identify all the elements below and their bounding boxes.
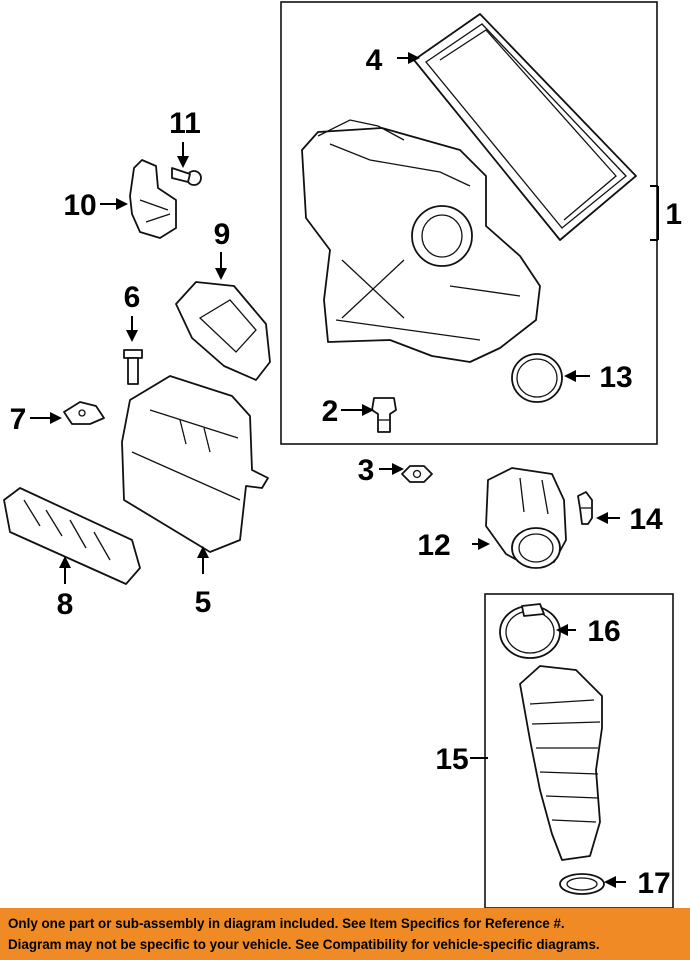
screw-6 (123, 349, 143, 385)
callout-16: 16 (587, 615, 620, 648)
bracket-insulator (129, 159, 177, 239)
intake-hose-group-frame (484, 593, 674, 908)
disclaimer-line-1: Only one part or sub-assembly in diagram… (8, 916, 565, 931)
callout-5: 5 (195, 586, 212, 619)
callout-8: 8 (57, 588, 74, 621)
nut (401, 465, 433, 483)
bolt-14 (577, 491, 593, 525)
callout-1: 1 (665, 198, 682, 231)
air-cleaner-housing (301, 119, 541, 363)
callout-11: 11 (169, 107, 201, 140)
inlet-adapter (175, 281, 271, 381)
callout-6: 6 (124, 281, 141, 314)
parts-diagram: 1 2 3 4 5 6 7 8 9 10 11 12 13 14 15 16 1… (3, 1, 682, 908)
intake-hose (519, 665, 603, 861)
callout-3: 3 (358, 454, 375, 487)
callout-13: 13 (599, 361, 632, 394)
callout-2: 2 (322, 395, 339, 428)
callout-7: 7 (10, 403, 27, 436)
duct-extension (3, 487, 141, 585)
air-duct (121, 375, 269, 553)
callout-15: 15 (435, 743, 468, 776)
callout-9: 9 (214, 218, 231, 251)
air-filter-element (413, 13, 637, 241)
callout-numbers: 1 2 3 4 5 6 7 8 9 10 11 12 13 14 15 16 1… (10, 44, 682, 900)
hose-clamp-16 (499, 603, 561, 659)
callout-4: 4 (366, 44, 383, 77)
hose-clamp-17 (559, 873, 605, 895)
callout-10: 10 (63, 189, 96, 222)
leader-lines (30, 52, 659, 888)
grommet (371, 397, 397, 433)
seal-ring (511, 353, 563, 403)
callout-17: 17 (637, 867, 670, 900)
disclaimer-banner: Only one part or sub-assembly in diagram… (0, 908, 690, 960)
clip (63, 401, 105, 425)
callout-12: 12 (417, 529, 450, 562)
screw-11 (171, 167, 202, 186)
disclaimer-line-2: Diagram may not be specific to your vehi… (8, 937, 600, 952)
intake-duct (485, 467, 567, 569)
callout-14: 14 (629, 503, 663, 536)
